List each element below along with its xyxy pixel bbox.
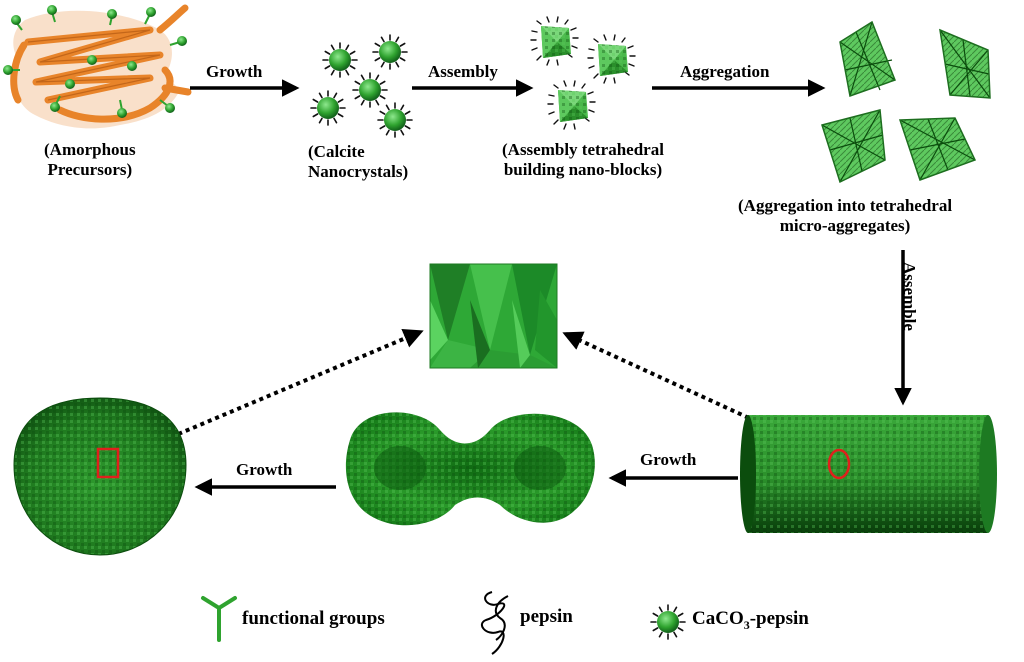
dumbbell-aggregate [345, 412, 595, 526]
label-line: Precursors) [47, 160, 133, 179]
highlight-ellipse [827, 448, 851, 480]
legend-caco3-subscript: 3 [743, 617, 750, 632]
zoomed-crystal-surface [429, 263, 558, 369]
tetrahedral-micro-aggregates [821, 20, 991, 184]
arrow-label-assembly: Assembly [428, 62, 498, 81]
calcite-nanocrystals [310, 34, 413, 138]
label-tetrahedral-blocks: (Assembly tetrahedral building nano-bloc… [502, 140, 664, 180]
label-line: (Aggregation into tetrahedral [738, 196, 953, 215]
legend-pepsin: pepsin [520, 606, 573, 627]
highlight-box [96, 447, 120, 479]
functional-group-icon [201, 596, 237, 642]
label-line: (Amorphous [44, 140, 136, 159]
label-line: micro-aggregates) [779, 216, 911, 235]
label-calcite-nanocrystals: (Calcite Nanocrystals) [308, 142, 408, 182]
arrow-label-aggregation: Aggregation [680, 62, 770, 81]
arrow-label-growth-2: Growth [640, 450, 697, 469]
pepsin-icon [480, 591, 509, 655]
arrow-label-growth-3: Growth [236, 460, 293, 479]
legend-functional-groups: functional groups [242, 608, 385, 629]
label-amorphous-precursors: (Amorphous Precursors) [44, 140, 136, 180]
label-line: (Assembly tetrahedral [502, 140, 664, 159]
legend-caco3-pepsin: CaCO3-pepsin [692, 608, 809, 633]
label-line: (Calcite [308, 142, 365, 161]
label-line: building nano-blocks) [503, 160, 663, 179]
arrow-label-growth-1: Growth [206, 62, 263, 81]
legend-caco3-text: CaCO [692, 608, 744, 629]
arrow-label-assemble-wrap: Assemble [893, 262, 923, 372]
legend-caco3-tail: -pepsin [749, 608, 809, 629]
spherical-aggregate [13, 397, 187, 556]
label-micro-aggregates: (Aggregation into tetrahedral micro-aggr… [738, 196, 952, 236]
caco3-pepsin-icon [650, 604, 686, 640]
amorphous-precursor-protein [3, 4, 192, 129]
label-line: Nanocrystals) [308, 162, 409, 181]
tetrahedral-nano-blocks [530, 16, 636, 130]
cylindrical-aggregate [740, 415, 997, 533]
arrow-label-assemble: Assemble [900, 262, 919, 331]
